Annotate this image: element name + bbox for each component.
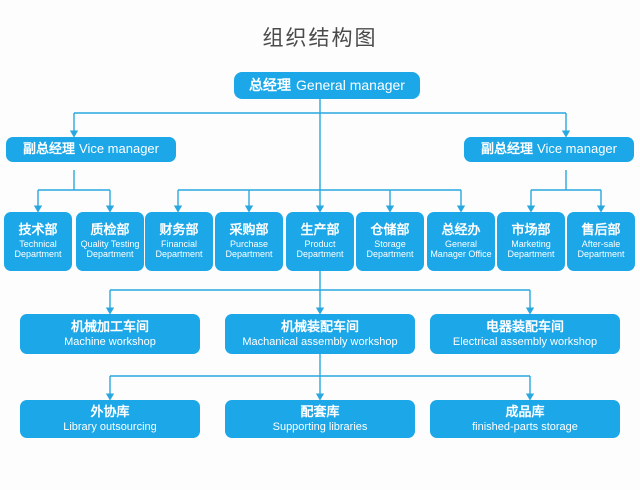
node-department-general-manager-office[interactable]: 总经办 General Manager Office <box>427 212 495 271</box>
node-label-cn: 质检部 <box>90 222 130 238</box>
node-vice-manager-left[interactable]: 副总经理 Vice manager <box>6 137 176 162</box>
node-department-quality-testing[interactable]: 质检部 Quality Testing Department <box>76 212 144 271</box>
node-label-cn: 外协库 <box>90 403 130 419</box>
node-general-manager[interactable]: 总经理 General manager <box>234 72 420 99</box>
node-department-financial[interactable]: 财务部 Financial Department <box>145 212 213 271</box>
node-label-cn: 总经理 <box>249 76 292 93</box>
node-label-cn: 副总经理 <box>481 141 534 157</box>
node-label-en: Library outsourcing <box>63 421 157 434</box>
node-label-cn: 财务部 <box>159 222 199 238</box>
node-label-en: Marketing Department <box>507 238 555 260</box>
node-label-cn: 生产部 <box>300 222 340 238</box>
node-label-en: Technical Department <box>14 238 62 260</box>
node-label-cn: 成品库 <box>505 403 545 419</box>
node-label-en: Machine workshop <box>64 336 156 349</box>
page-title: 组织结构图 <box>262 27 378 50</box>
node-label-en: Machanical assembly workshop <box>242 336 398 349</box>
node-label-cn: 仓储部 <box>370 222 410 238</box>
node-department-technical[interactable]: 技术部 Technical Department <box>4 212 72 271</box>
node-label-en: General manager <box>296 76 405 93</box>
node-label-cn: 市场部 <box>511 222 551 238</box>
node-label-en: Product Department <box>296 238 344 260</box>
node-label-en: Purchase Department <box>225 238 273 260</box>
node-label-en: Financial Department <box>155 238 203 260</box>
node-label-en: General Manager Office <box>430 238 492 260</box>
node-label-en: Vice manager <box>79 141 159 157</box>
node-label-en: Vice manager <box>537 141 617 157</box>
node-label-en: Electrical assembly workshop <box>452 336 598 349</box>
node-department-storage[interactable]: 仓储部 Storage Department <box>356 212 424 271</box>
node-workshop-mechanical-assembly[interactable]: 机械装配车间 Machanical assembly workshop <box>225 314 415 354</box>
node-department-marketing[interactable]: 市场部 Marketing Department <box>497 212 565 271</box>
node-label-cn: 总经办 <box>441 222 481 238</box>
node-vice-manager-right[interactable]: 副总经理 Vice manager <box>464 137 634 162</box>
node-label-en: Supporting libraries <box>272 421 368 434</box>
node-label-cn: 机械加工车间 <box>70 318 149 334</box>
node-department-purchase[interactable]: 采购部 Purchase Department <box>215 212 283 271</box>
node-label-en: After-sale Department <box>577 238 625 260</box>
node-label-cn: 副总经理 <box>23 141 76 157</box>
node-department-product[interactable]: 生产部 Product Department <box>286 212 354 271</box>
node-label-en: Quality Testing Department <box>80 238 140 260</box>
node-storage-library-outsourcing[interactable]: 外协库 Library outsourcing <box>20 400 200 438</box>
node-label-cn: 技术部 <box>18 222 58 238</box>
node-label-cn: 售后部 <box>581 222 621 238</box>
node-label-cn: 电器装配车间 <box>485 318 564 334</box>
node-label-cn: 采购部 <box>229 222 269 238</box>
node-storage-supporting-libraries[interactable]: 配套库 Supporting libraries <box>225 400 415 438</box>
node-workshop-machine[interactable]: 机械加工车间 Machine workshop <box>20 314 200 354</box>
node-department-after-sale[interactable]: 售后部 After-sale Department <box>567 212 635 271</box>
node-label-cn: 配套库 <box>300 403 340 419</box>
node-storage-finished-parts[interactable]: 成品库 finished-parts storage <box>430 400 620 438</box>
node-workshop-electrical-assembly[interactable]: 电器装配车间 Electrical assembly workshop <box>430 314 620 354</box>
node-label-en: finished-parts storage <box>472 421 578 434</box>
node-label-cn: 机械装配车间 <box>280 318 359 334</box>
node-label-en: Storage Department <box>366 238 414 260</box>
